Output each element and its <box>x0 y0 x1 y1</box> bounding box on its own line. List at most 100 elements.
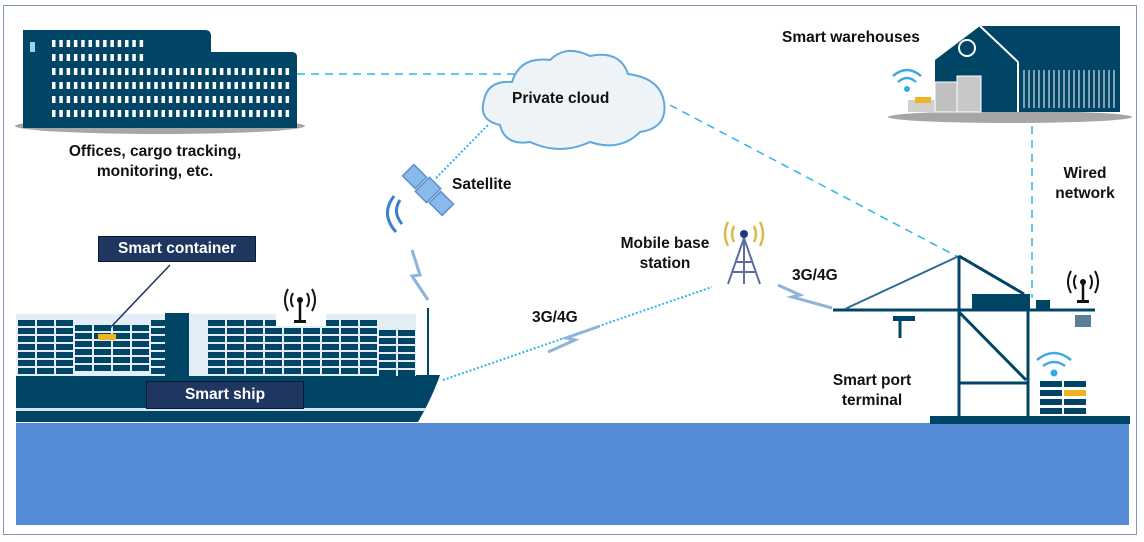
decor-block <box>212 82 217 89</box>
label-smart-ship: Smart ship <box>146 381 304 409</box>
decor-block <box>117 40 122 47</box>
decor-block <box>263 68 268 75</box>
decor-block <box>265 368 282 374</box>
decor-block <box>256 110 260 117</box>
decor-block <box>303 344 320 350</box>
decor-block <box>285 82 290 89</box>
decor-block <box>103 82 107 89</box>
decor-block <box>146 96 151 103</box>
decor-block <box>56 344 73 350</box>
decor-block <box>360 344 377 350</box>
decor-block <box>113 365 130 371</box>
wifi-icon <box>1036 351 1072 377</box>
decor-block <box>198 110 202 117</box>
decor-block <box>56 352 73 358</box>
decor-block <box>398 370 415 376</box>
decor-block <box>59 96 63 103</box>
decor-block <box>37 336 54 342</box>
sea <box>16 423 1129 525</box>
decor-block <box>132 40 136 47</box>
decor-block <box>18 320 35 326</box>
decor-block <box>139 110 144 117</box>
decor-block <box>125 40 129 47</box>
decor-block <box>103 96 107 103</box>
decor-block <box>88 82 92 89</box>
decor-block <box>151 344 168 350</box>
decor-block <box>110 68 114 75</box>
decor-block <box>227 368 244 374</box>
decor-block <box>75 365 92 371</box>
decor-block <box>341 368 358 374</box>
decor-block <box>265 360 282 366</box>
decor-block <box>73 68 78 75</box>
decor-block <box>37 320 54 326</box>
decor-block <box>132 341 149 347</box>
decor-block <box>285 68 290 75</box>
cloud-icon <box>481 49 666 150</box>
decor-block <box>132 357 149 363</box>
decor-block <box>18 336 35 342</box>
decor-block <box>284 352 301 358</box>
decor-block <box>59 82 63 89</box>
decor-block <box>212 68 217 75</box>
label-link-base-port: 3G/4G <box>792 267 838 284</box>
decor-block <box>190 96 195 103</box>
decor-block <box>52 82 56 89</box>
smart-container-pointer <box>109 264 171 329</box>
decor-block <box>183 68 187 75</box>
decor-block <box>246 328 263 334</box>
decor-block <box>81 82 85 89</box>
decor-block <box>322 344 339 350</box>
decor-block <box>168 82 173 89</box>
decor-block <box>398 330 415 336</box>
decor-block <box>139 68 144 75</box>
decor-block <box>278 110 282 117</box>
decor-block <box>113 357 130 363</box>
decor-block <box>154 68 158 75</box>
decor-block <box>132 82 136 89</box>
decor-block <box>154 82 158 89</box>
decor-block <box>379 338 396 344</box>
decor-block <box>125 96 129 103</box>
decor-block <box>176 96 180 103</box>
decor-block <box>146 110 151 117</box>
decor-block <box>95 110 100 117</box>
decor-block <box>256 68 260 75</box>
wireless-bolt-ship-base <box>547 324 601 354</box>
decor-block <box>95 96 100 103</box>
decor-block <box>249 68 253 75</box>
decor-block <box>241 68 246 75</box>
decor-block <box>285 96 290 103</box>
decor-block <box>284 368 301 374</box>
decor-block <box>132 365 149 371</box>
decor-block <box>208 352 225 358</box>
decor-block <box>265 320 282 326</box>
decor-block <box>81 68 85 75</box>
decor-block <box>284 328 301 334</box>
decor-block <box>227 352 244 358</box>
decor-block <box>227 110 231 117</box>
link-satellite-cloud <box>435 123 490 179</box>
decor-block <box>52 96 56 103</box>
decor-block <box>322 368 339 374</box>
decor-block <box>249 82 253 89</box>
decor-block <box>241 96 246 103</box>
decor-block <box>227 344 244 350</box>
decor-block <box>73 40 78 47</box>
decor-block <box>56 368 73 374</box>
decor-block <box>151 368 168 374</box>
decor-block <box>125 82 129 89</box>
decor-block <box>303 328 320 334</box>
decor-block <box>95 68 100 75</box>
decor-block <box>56 360 73 366</box>
decor-block <box>227 96 231 103</box>
decor-block <box>256 82 260 89</box>
decor-block <box>103 68 107 75</box>
decor-block <box>379 362 396 368</box>
decor-block <box>18 328 35 334</box>
decor-block <box>246 320 263 326</box>
decor-block <box>1064 390 1086 396</box>
cell-tower-icon <box>723 221 765 285</box>
decor-block <box>234 82 238 89</box>
